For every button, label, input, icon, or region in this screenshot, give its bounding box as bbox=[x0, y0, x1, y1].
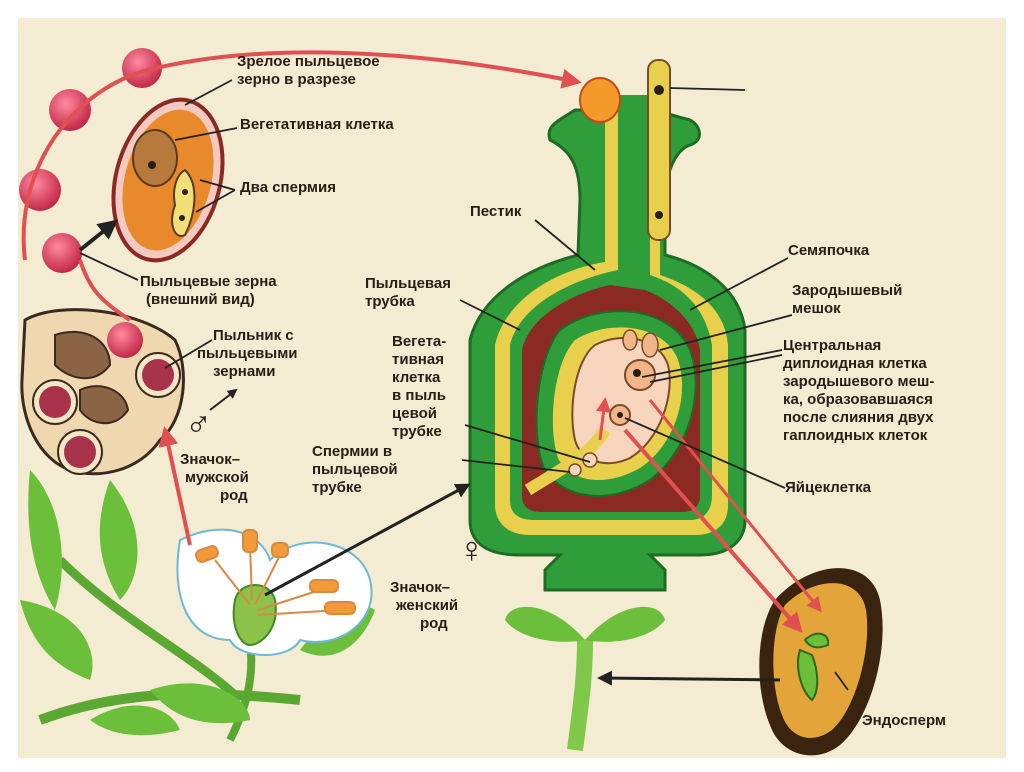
leaf bbox=[99, 480, 138, 600]
label-female-sign-2: женский bbox=[395, 597, 458, 614]
label-tube-vegetative-4: в пыль bbox=[392, 387, 446, 404]
label-tube-sperm-2: пыльцевой bbox=[312, 461, 398, 478]
label-pollen-tube-2: трубка bbox=[365, 293, 415, 310]
label-anther-3: зернами bbox=[213, 363, 275, 380]
label-female-sign-3: род bbox=[420, 615, 448, 632]
flower-petals bbox=[176, 528, 373, 656]
label-pollen-grains-2: (внешний вид) bbox=[146, 291, 255, 308]
label-central-cell-3: зародышевого меш- bbox=[783, 373, 934, 390]
pollen-grains-exterior bbox=[19, 48, 162, 273]
label-endosperm: Эндосперм bbox=[862, 712, 946, 729]
label-embryo-sac-2: мешок bbox=[792, 300, 841, 317]
label-central-cell-1: Центральная bbox=[783, 337, 881, 354]
leaf bbox=[150, 683, 250, 724]
labels: Зрелое пыльцевое зерно в разрезе Вегетат… bbox=[140, 53, 946, 729]
label-tube-vegetative-5: цевой bbox=[392, 405, 437, 422]
label-tube-sperm-1: Спермии в bbox=[312, 443, 392, 460]
label-pollen-section-1: Зрелое пыльцевое bbox=[237, 53, 380, 70]
label-tube-vegetative-1: Вегета- bbox=[392, 333, 446, 350]
flowering-plant bbox=[20, 470, 375, 742]
label-central-cell-2: диплоидная клетка bbox=[783, 355, 927, 372]
label-vegetative-cell: Вегетативная клетка bbox=[240, 116, 394, 133]
label-pollen-section-2: зерно в разрезе bbox=[237, 71, 356, 88]
stigma-pollen bbox=[579, 77, 621, 123]
female-symbol: ♀ bbox=[458, 529, 485, 570]
leaf bbox=[28, 470, 62, 610]
leaf bbox=[20, 600, 93, 680]
label-male-sign-2: мужской bbox=[185, 469, 249, 486]
leader-lines bbox=[79, 79, 849, 691]
male-symbol: ♂ bbox=[185, 402, 212, 443]
label-central-cell-6: гаплоидных клеток bbox=[783, 427, 928, 444]
label-central-cell-4: ка, образовавшаяся bbox=[783, 391, 933, 408]
label-tube-sperm-3: трубке bbox=[312, 479, 362, 496]
label-female-sign-1: Значок– bbox=[390, 579, 450, 596]
label-anther-1: Пыльник с bbox=[213, 327, 294, 344]
label-male-sign-1: Значок– bbox=[180, 451, 240, 468]
label-pollen-tube-1: Пыльцевая bbox=[365, 275, 451, 292]
label-tube-vegetative-2: тивная bbox=[392, 351, 444, 368]
label-central-cell-5: после слияния двух bbox=[783, 409, 934, 426]
label-pistil: Пестик bbox=[470, 203, 522, 220]
leaf bbox=[90, 705, 180, 736]
seedling bbox=[505, 606, 665, 751]
label-egg-cell: Яйцеклетка bbox=[785, 479, 872, 496]
pollen-grain bbox=[107, 322, 143, 358]
label-ovule: Семяпочка bbox=[788, 242, 870, 259]
label-tube-vegetative-6: трубке bbox=[392, 423, 442, 440]
arrows bbox=[21, 50, 822, 686]
label-embryo-sac-1: Зародышевый bbox=[792, 282, 902, 299]
label-anther-2: пыльцевыми bbox=[197, 345, 298, 362]
flower-ovary bbox=[232, 584, 277, 647]
label-pollen-grains-1: Пыльцевые зерна bbox=[140, 273, 277, 290]
pollen-grain-section bbox=[111, 97, 225, 263]
label-male-sign-3: род bbox=[220, 487, 248, 504]
label-two-sperm: Два спермия bbox=[240, 179, 336, 196]
label-tube-vegetative-3: клетка bbox=[392, 369, 441, 386]
